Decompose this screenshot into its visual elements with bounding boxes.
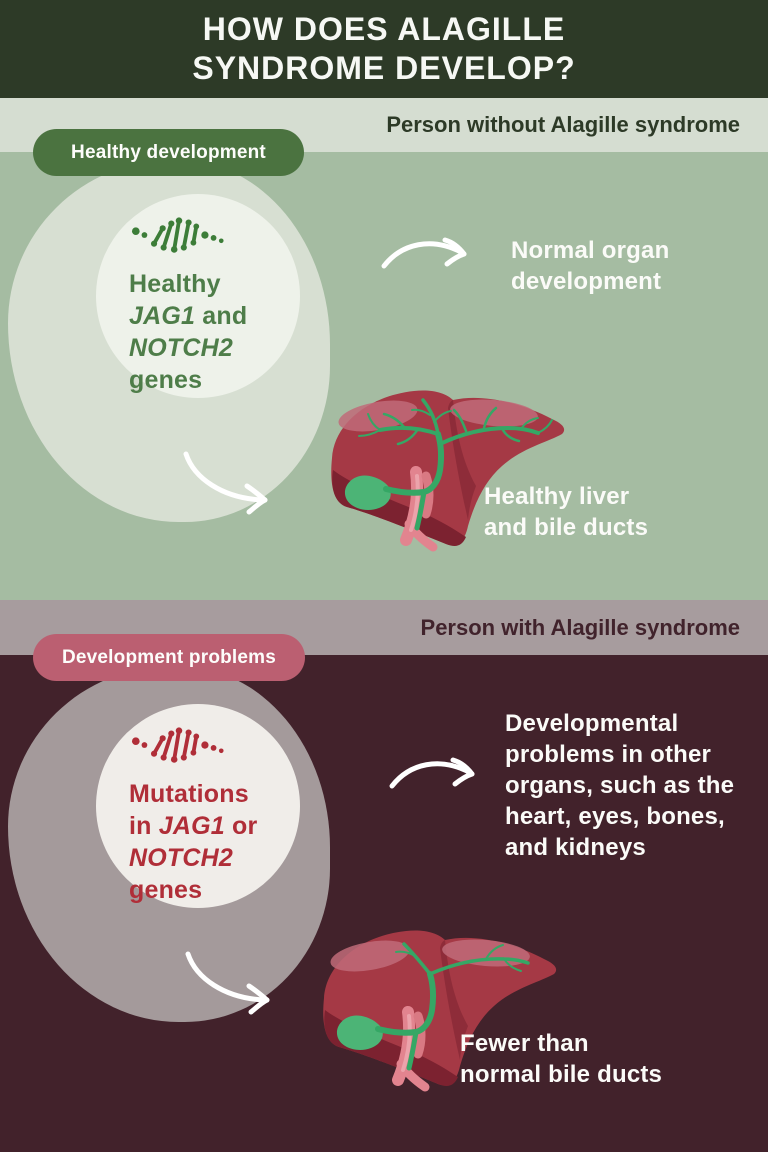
curved-arrow-right-icon [381,237,467,269]
bile-ducts [358,398,553,531]
text-line: genes [129,876,203,904]
alagille-section: Person with Alagille syndrome Developmen… [0,600,768,1152]
healthy-gene-circle: Healthy JAG1 and NOTCH2 genes [96,194,300,398]
mutated-gene-text: Mutations in JAG1 or NOTCH2 genes [129,778,300,906]
text-line: Healthy liver [484,483,630,510]
development-problems-pill: Development problems [33,634,305,681]
page-title-line-1: HOW DOES ALAGILLE [202,11,566,47]
text-line: NOTCH2 [129,334,233,362]
text-line: normal bile ducts [460,1061,663,1088]
bile-ducts-fewer [375,942,530,1071]
dna-icon [131,217,224,253]
curved-arrow-down-icon [183,451,268,515]
gallbladder [336,1015,383,1050]
outcome-normal-organs: Normal organ development [511,235,669,297]
alagille-liver-illustration [323,930,557,1092]
hepatic-vessels [400,466,438,552]
outcome-healthy-liver: Healthy liver and bile ducts [484,481,648,543]
text-line: Mutations [129,780,249,808]
mutated-gene-circle: Mutations in JAG1 or NOTCH2 genes [96,704,300,908]
text-line: Fewer than [460,1030,589,1057]
text-line: development [511,268,662,295]
gallbladder [344,475,391,510]
healthy-development-pill: Healthy development [33,129,304,176]
text-line: problems in other [505,741,712,768]
text-line: Normal organ [511,237,670,264]
text-line: JAG1 and [129,302,248,330]
healthy-liver-illustration [331,390,565,552]
curved-arrow-right-icon [389,757,475,789]
text-line: and kidneys [505,834,646,861]
text-line: Healthy [129,270,221,298]
outcome-developmental-problems: Developmental problems in other organs, … [505,708,734,863]
text-line: organs, such as the [505,772,735,799]
text-line: NOTCH2 [129,844,233,872]
healthy-section: Person without Alagille syndrome Healthy… [0,98,768,600]
page-title-line-2: SYNDROME DEVELOP? [192,50,576,86]
outcome-fewer-bile-ducts: Fewer than normal bile ducts [460,1028,662,1090]
text-line: heart, eyes, bones, [505,803,725,830]
header: HOW DOES ALAGILLE SYNDROME DEVELOP? [0,0,768,98]
hepatic-vessels [392,1006,430,1092]
curved-arrow-down-icon [185,951,270,1015]
text-line: in JAG1 or [129,812,258,840]
healthy-gene-text: Healthy JAG1 and NOTCH2 genes [129,268,300,396]
dna-icon [131,727,224,763]
text-line: and bile ducts [484,514,649,541]
text-line: genes [129,366,203,394]
text-line: Developmental [505,710,679,737]
